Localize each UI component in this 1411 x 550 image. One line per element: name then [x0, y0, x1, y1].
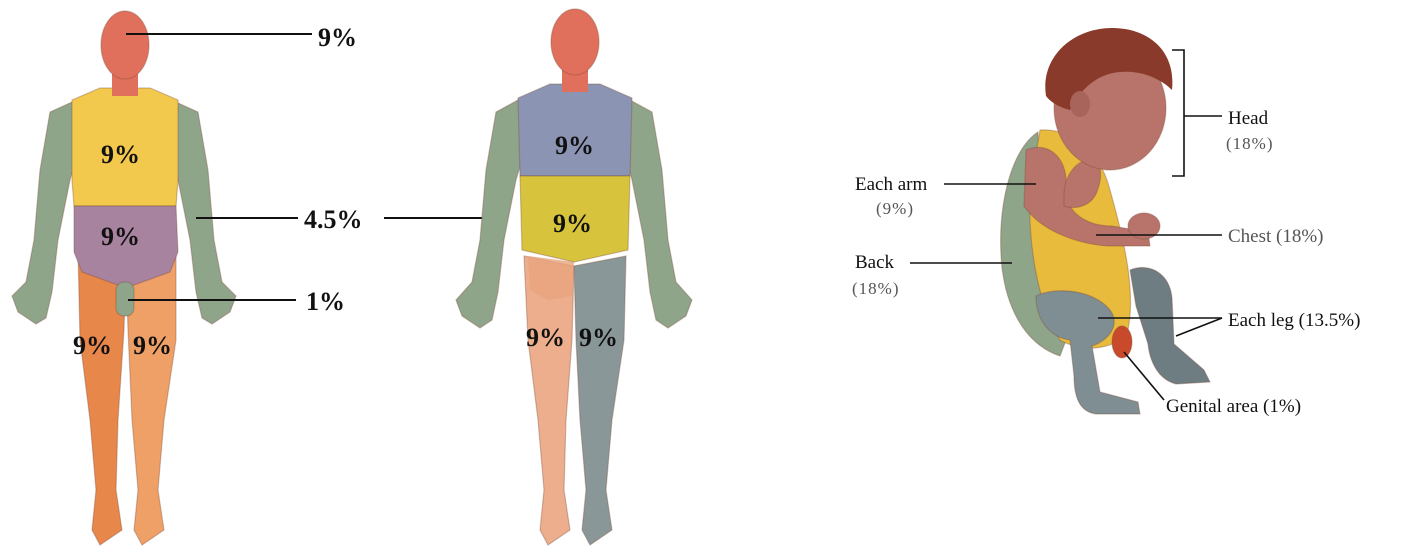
adult-front-figure [12, 11, 236, 545]
infant-head-label: Head [1228, 108, 1269, 129]
infant-right-leg-shape [1130, 268, 1210, 384]
front-right-leg-label: 9% [73, 331, 112, 360]
infant-back-label: Back [855, 252, 895, 273]
back-left-arm-shape [456, 100, 528, 328]
infant-arm-percent: (9%) [876, 199, 914, 218]
back-lower-label: 9% [553, 209, 592, 238]
infant-leg-leader-2 [1176, 318, 1222, 336]
infant-ear-shape [1070, 91, 1090, 117]
infant-genital-shape [1112, 326, 1132, 358]
infant-figure [1001, 28, 1210, 414]
back-right-leg-label: 9% [579, 323, 618, 352]
back-upper-label: 9% [555, 131, 594, 160]
back-head-shape [551, 9, 599, 75]
infant-leg-label: Each leg (13.5%) [1228, 310, 1360, 331]
back-right-arm-shape [622, 100, 692, 328]
infant-head-bracket [1172, 50, 1184, 176]
front-chest-label: 9% [101, 140, 140, 169]
infant-back-percent: (18%) [852, 279, 899, 298]
infant-chest-label: Chest (18%) [1228, 226, 1324, 247]
infant-head-percent: (18%) [1226, 134, 1273, 153]
infant-genital-label: Genital area (1%) [1166, 396, 1301, 417]
back-upper-shape [518, 84, 632, 176]
arm-percent-label: 4.5% [304, 205, 363, 234]
adult-back-figure [456, 9, 692, 545]
back-right-leg-shape [574, 256, 626, 545]
front-head-label: 9% [318, 23, 357, 52]
front-left-leg-label: 9% [133, 331, 172, 360]
front-genital-label: 1% [306, 287, 345, 316]
front-abdomen-label: 9% [101, 222, 140, 251]
infant-arm-label: Each arm [855, 174, 927, 195]
back-left-leg-label: 9% [526, 323, 565, 352]
front-head-shape [101, 11, 149, 79]
